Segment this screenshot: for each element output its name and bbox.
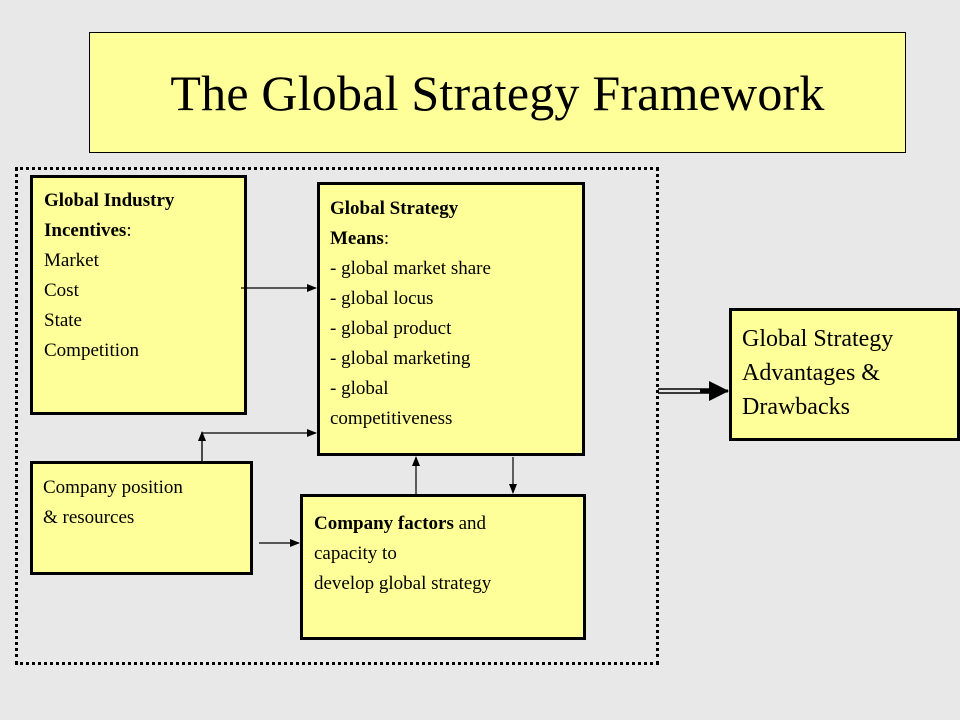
factors-line: capacity to <box>314 543 397 564</box>
incentive-item: State <box>44 310 82 331</box>
position-line: Company position <box>43 477 183 498</box>
means-heading: Global Strategy <box>330 198 459 219</box>
advantages-line: Drawbacks <box>742 394 850 420</box>
means-colon: : <box>383 228 390 249</box>
advantages-line: Advantages & <box>742 360 880 386</box>
incentives-heading: Global Industry <box>44 190 175 211</box>
incentive-item: Competition <box>44 340 139 361</box>
factors-heading-rest: and <box>453 513 487 534</box>
industry-incentives-box: Global Industry Incentives: Market Cost … <box>30 175 247 415</box>
means-item: - global market share <box>330 258 491 279</box>
advantages-drawbacks-box: Global Strategy Advantages & Drawbacks <box>729 308 960 441</box>
incentive-item: Cost <box>44 280 79 301</box>
position-line: & resources <box>43 507 135 528</box>
incentive-item: Market <box>44 250 99 271</box>
company-position-box: Company position & resources <box>30 461 253 575</box>
arrow-position-to-means <box>201 429 317 463</box>
means-item: - global product <box>330 318 452 339</box>
page-title: The Global Strategy Framework <box>170 64 825 121</box>
title-banner: The Global Strategy Framework <box>89 32 906 153</box>
means-item: - global <box>330 378 389 399</box>
company-factors-box: Company factors and capacity to develop … <box>300 494 586 640</box>
factors-heading: Company factors <box>314 513 454 534</box>
factors-line: develop global strategy <box>314 573 492 594</box>
means-item: - global marketing <box>330 348 471 369</box>
advantages-line: Global Strategy <box>742 326 894 352</box>
strategy-means-box: Global Strategy Means: - global market s… <box>317 182 585 456</box>
incentives-colon: : <box>126 220 132 241</box>
means-heading-2: Means <box>330 228 384 249</box>
framework-boundary <box>15 167 659 665</box>
incentives-heading-2: Incentives <box>44 220 127 241</box>
means-item: - global locus <box>330 288 434 309</box>
means-item: competitiveness <box>330 408 453 429</box>
